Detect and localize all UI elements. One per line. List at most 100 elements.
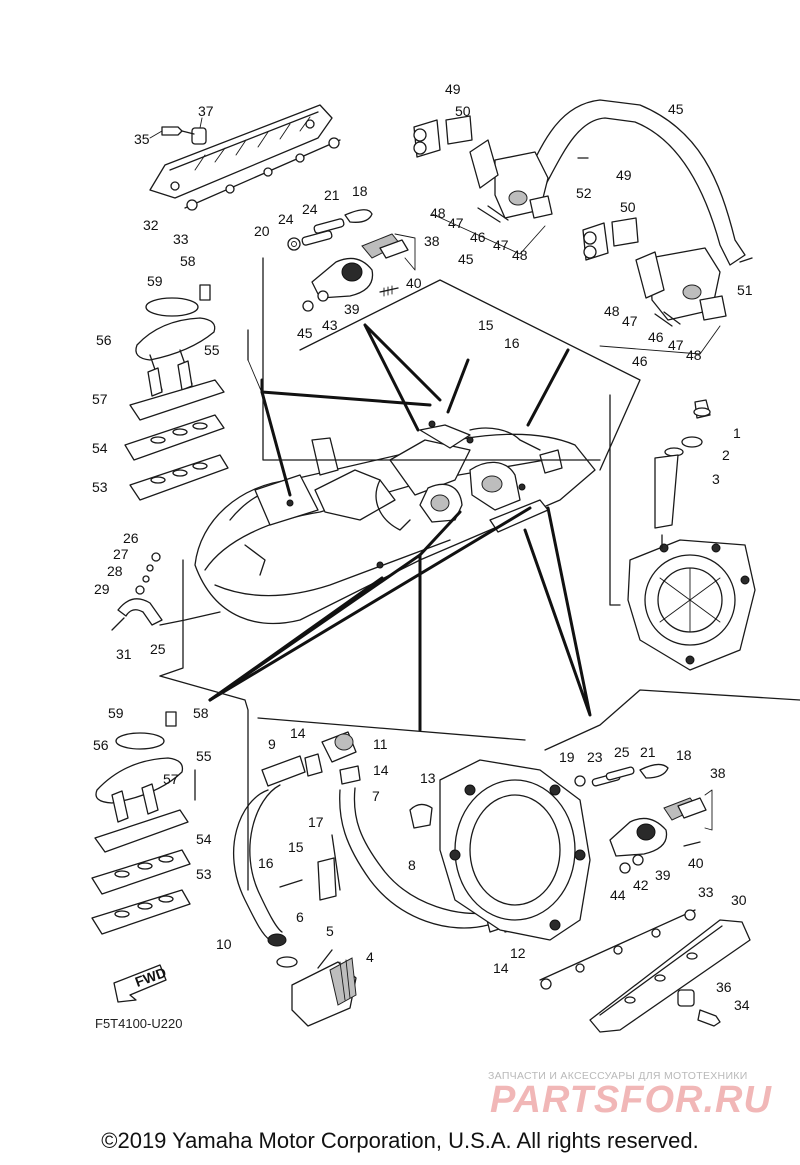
callout-6: 6 <box>296 909 304 925</box>
callout-57: 57 <box>163 771 179 787</box>
callout-45: 45 <box>458 251 474 267</box>
callout-14: 14 <box>290 725 306 741</box>
callout-37: 37 <box>198 103 214 119</box>
callout-55: 55 <box>204 342 220 358</box>
callout-48: 48 <box>604 303 620 319</box>
callout-7: 7 <box>372 788 380 804</box>
callout-22: 23 <box>587 749 603 765</box>
lower-right-clamp <box>574 763 713 874</box>
callout-40: 40 <box>688 855 704 871</box>
callout-42: 43 <box>322 317 338 333</box>
callout-20: 20 <box>254 223 270 239</box>
top-right-handle <box>413 99 753 355</box>
callout-5: 5 <box>326 923 334 939</box>
callout-48: 48 <box>686 347 702 363</box>
callout-46: 46 <box>648 329 664 345</box>
callout-52: 52 <box>576 185 592 201</box>
callout-21: 21 <box>324 187 340 203</box>
callout-34: 34 <box>734 997 750 1013</box>
callout-19: 19 <box>559 749 575 765</box>
callout-50: 50 <box>455 103 471 119</box>
callout-17: 17 <box>308 814 324 830</box>
callout-58: 58 <box>180 253 196 269</box>
callout-numbers: 35 37 32 33 20 24 24 21 18 38 40 39 43 4… <box>92 81 753 1013</box>
callout-57: 57 <box>92 391 108 407</box>
callout-45: 45 <box>668 101 684 117</box>
callout-39: 39 <box>344 301 360 317</box>
jet-pump <box>627 399 756 671</box>
callout-35: 35 <box>134 131 150 147</box>
callout-15: 15 <box>478 317 494 333</box>
callout-49: 49 <box>616 167 632 183</box>
callout-13: 13 <box>420 770 436 786</box>
hull-body <box>194 420 596 625</box>
callout-47: 47 <box>668 337 684 353</box>
watermark-tagline: ЗАПЧАСТИ И АКСЕССУАРЫ ДЛЯ МОТОТЕХНИКИ <box>488 1070 748 1082</box>
callout-24: 25 <box>614 744 630 760</box>
left-cleat-lower <box>91 711 196 935</box>
lower-right-rail <box>539 909 751 1033</box>
callout-56: 56 <box>93 737 109 753</box>
watermark-brand: PARTSFOR.RU <box>490 1079 772 1121</box>
callout-45: 46 <box>632 353 648 369</box>
callout-2: 2 <box>722 447 730 463</box>
callout-36: 36 <box>716 979 732 995</box>
callout-21: 21 <box>640 744 656 760</box>
callout-28: 28 <box>107 563 123 579</box>
callout-49: 49 <box>445 81 461 97</box>
left-cleat-upper <box>124 284 266 501</box>
callout-46: 46 <box>470 229 486 245</box>
callout-43: 44 <box>610 887 626 903</box>
callout-54: 54 <box>196 831 212 847</box>
callout-56: 56 <box>96 332 112 348</box>
callout-29: 29 <box>94 581 110 597</box>
callout-39: 39 <box>655 867 671 883</box>
callout-16: 16 <box>258 855 274 871</box>
callout-33: 33 <box>698 884 714 900</box>
callout-1: 1 <box>733 425 741 441</box>
callout-41: 42 <box>633 877 649 893</box>
leader-lines <box>159 257 800 891</box>
callout-47: 47 <box>493 237 509 253</box>
callout-44: 45 <box>297 325 313 341</box>
callout-55: 55 <box>196 748 212 764</box>
fwd-arrow: FWD <box>113 964 168 1003</box>
callout-27: 27 <box>113 546 129 562</box>
callout-25: 25 <box>150 641 166 657</box>
callout-23: 24 <box>278 211 294 227</box>
callout-10: 10 <box>216 936 232 952</box>
callout-53: 53 <box>92 479 108 495</box>
left-bracket <box>111 552 163 631</box>
callout-40: 40 <box>406 275 422 291</box>
callout-3: 3 <box>712 471 720 487</box>
callout-50: 50 <box>620 199 636 215</box>
callout-14: 14 <box>373 762 389 778</box>
callout-4: 4 <box>366 949 374 965</box>
callout-33: 33 <box>173 231 189 247</box>
callout-47: 47 <box>448 215 464 231</box>
callout-59: 59 <box>147 273 163 289</box>
callout-12: 12 <box>510 945 526 961</box>
callout-51: 51 <box>737 282 753 298</box>
callout-48: 48 <box>430 205 446 221</box>
callout-11: 11 <box>373 736 388 752</box>
callout-14: 14 <box>493 960 509 976</box>
intake-housing <box>439 759 591 941</box>
callout-38: 38 <box>424 233 440 249</box>
callout-58: 58 <box>193 705 209 721</box>
callout-18: 18 <box>676 747 692 763</box>
callout-8: 8 <box>408 857 416 873</box>
callout-31: 30 <box>731 892 747 908</box>
copyright-notice: ©2019 Yamaha Motor Corporation, U.S.A. A… <box>101 1128 699 1153</box>
callout-54: 54 <box>92 440 108 456</box>
callout-32: 32 <box>143 217 159 233</box>
callout-59: 59 <box>108 705 124 721</box>
callout-24: 24 <box>302 201 318 217</box>
callout-15: 15 <box>288 839 304 855</box>
top-center-clamp <box>287 209 416 312</box>
callout-18: 18 <box>352 183 368 199</box>
callout-48: 48 <box>512 247 528 263</box>
top-left-rail <box>149 104 341 211</box>
callout-30: 31 <box>116 646 132 662</box>
